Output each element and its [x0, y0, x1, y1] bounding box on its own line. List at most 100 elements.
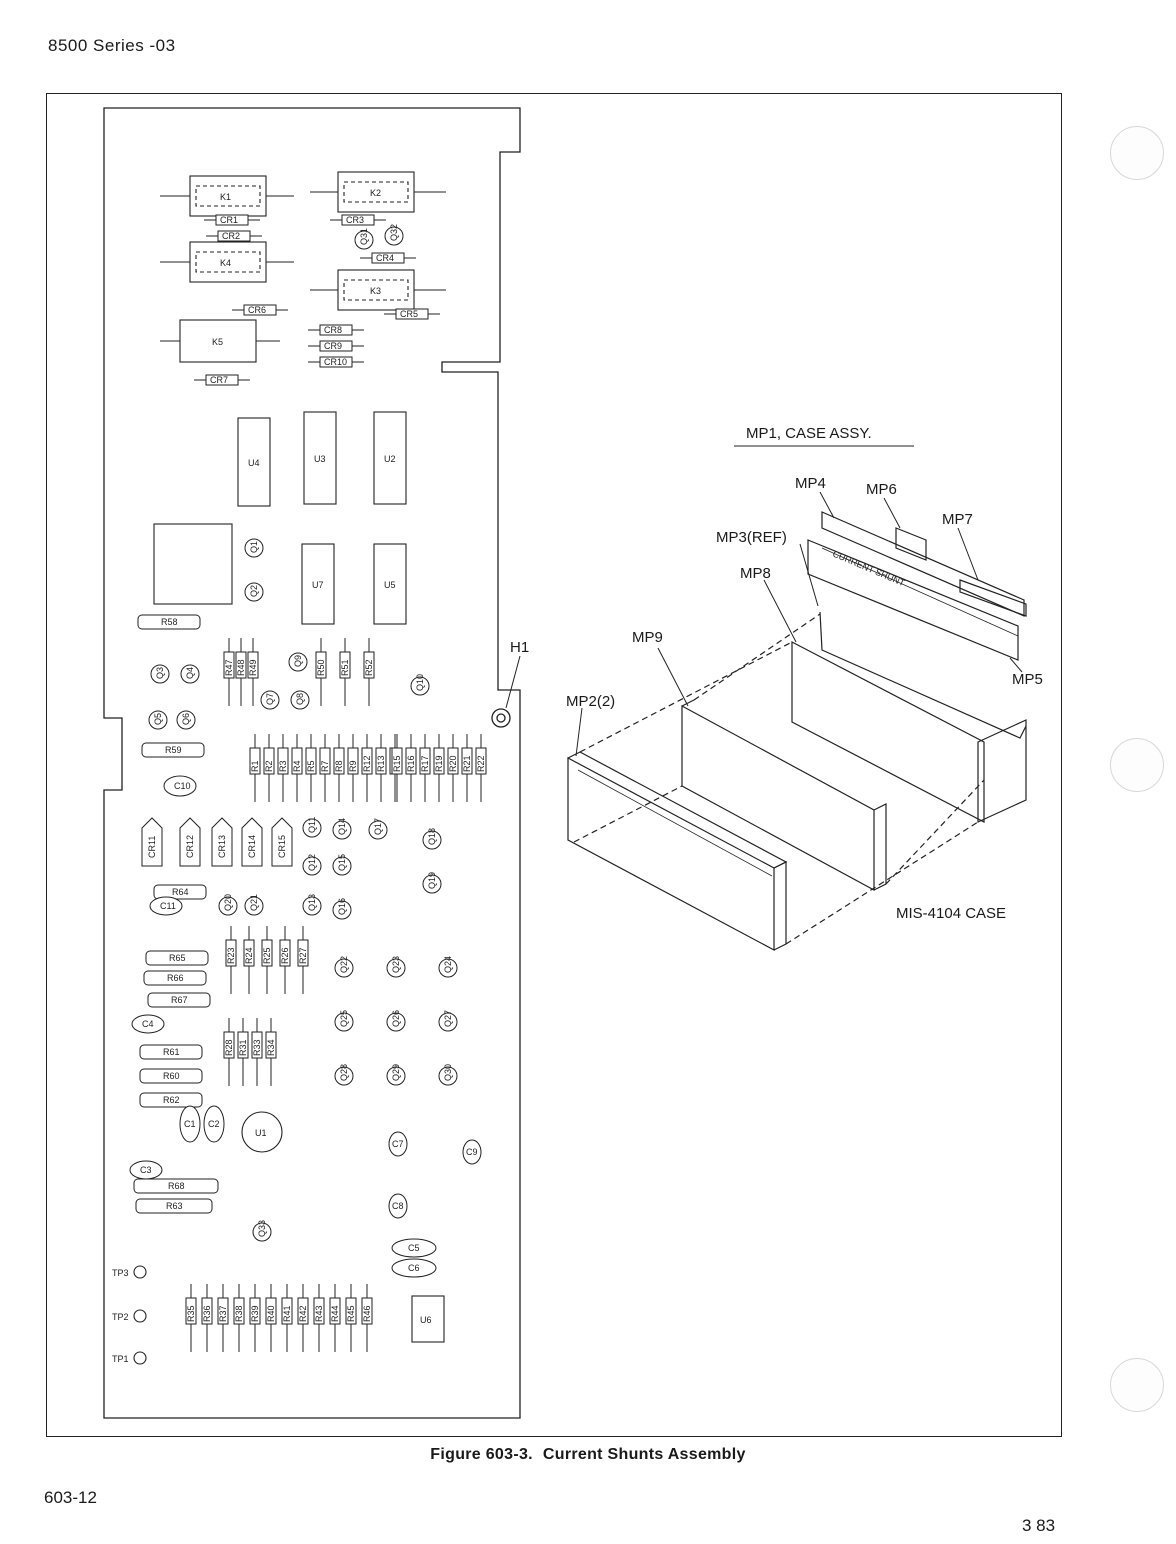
component-designator: R16 — [406, 755, 416, 772]
component-designator: R33 — [252, 1039, 262, 1056]
component-designator: C7 — [392, 1139, 404, 1149]
transistor-q16 — [332, 900, 352, 920]
transistor-q23 — [386, 958, 406, 978]
callout-mp4: MP4 — [795, 475, 826, 492]
capacitor-c9 — [462, 1139, 482, 1165]
capacitor-c4 — [131, 1014, 165, 1034]
transistor-q27 — [438, 1012, 458, 1032]
callout-mp9: MP9 — [632, 629, 663, 646]
transistor-q18 — [422, 830, 442, 850]
resistor-r40 — [265, 1284, 277, 1352]
resistor-r67 — [147, 992, 211, 1008]
relay-k3-label: K3 — [370, 286, 381, 296]
resistor-r13 — [375, 734, 387, 802]
component-designator: R17 — [420, 755, 430, 772]
component-designator: CR4 — [376, 253, 394, 263]
relay-k1-label: K1 — [220, 192, 231, 202]
ic-u4-label: U4 — [248, 458, 260, 468]
component-designator: Q24 — [443, 956, 453, 973]
component-designator: CR6 — [248, 305, 266, 315]
ic-u7-label: U7 — [312, 580, 324, 590]
resistor-r31 — [237, 1018, 249, 1086]
case-bracket-mp7 — [959, 579, 1027, 617]
resistor-r58 — [137, 614, 201, 630]
component-designator: CR15 — [277, 835, 287, 858]
component-designator: R59 — [165, 745, 182, 755]
board-outline — [103, 107, 521, 1419]
component-designator: C8 — [392, 1201, 404, 1211]
callout-mp6: MP6 — [866, 481, 897, 498]
resistor-r47 — [223, 638, 235, 706]
resistor-r41 — [281, 1284, 293, 1352]
resistor-r51 — [339, 638, 351, 706]
diode-cr7 — [194, 374, 250, 386]
component-designator: R27 — [298, 947, 308, 964]
component-designator: Q7 — [265, 693, 275, 705]
relay-group — [160, 171, 446, 363]
resistor-r46 — [361, 1284, 373, 1352]
component-designator: R25 — [262, 947, 272, 964]
transistor-q33 — [252, 1222, 272, 1242]
component-designator: Q3 — [155, 667, 165, 679]
component-designator: R21 — [462, 755, 472, 772]
component-designator: R28 — [224, 1039, 234, 1056]
resistor-r22 — [475, 734, 487, 802]
component-designator: C5 — [408, 1243, 420, 1253]
component-designator: Q19 — [427, 872, 437, 889]
transistor-q28 — [334, 1066, 354, 1086]
relay-k5-label: K5 — [212, 337, 223, 347]
figure-number: Figure 603-3. — [430, 1446, 533, 1463]
component-designator: R66 — [167, 973, 184, 983]
transistor-q20 — [218, 896, 238, 916]
resistor-r16 — [405, 734, 417, 802]
callout-h1: H1 — [510, 639, 529, 656]
component-designator: Q23 — [391, 956, 401, 973]
capacitor-c8 — [388, 1193, 408, 1219]
component-designator: R37 — [218, 1305, 228, 1322]
transistor-q11 — [302, 818, 322, 838]
transistor-q25 — [334, 1012, 354, 1032]
page-header-series: 8500 Series -03 — [48, 36, 176, 55]
transistor-q24 — [438, 958, 458, 978]
component-designator: R19 — [434, 755, 444, 772]
component-designator: R9 — [348, 760, 358, 772]
diode-cr5 — [384, 308, 440, 320]
case-rear-panel — [977, 719, 1027, 823]
component-designator: Q25 — [339, 1010, 349, 1027]
component-designator: R38 — [234, 1305, 244, 1322]
diode-cr6 — [232, 304, 288, 316]
circuit-board — [103, 107, 521, 1419]
resistor-r17 — [419, 734, 431, 802]
transistor-q12 — [302, 856, 322, 876]
transistor-q3 — [150, 664, 170, 684]
component-designator: CR3 — [346, 215, 364, 225]
component-designator: Q16 — [337, 898, 347, 915]
component-designator: R23 — [226, 947, 236, 964]
component-designator: R45 — [346, 1305, 356, 1322]
capacitor-c7 — [388, 1131, 408, 1157]
component-designator: Q12 — [307, 854, 317, 871]
component-designator: CR11 — [147, 836, 157, 858]
case-name-label: MIS-4104 CASE — [896, 905, 1006, 922]
component-designator: R15 — [392, 755, 402, 772]
resistor-r63 — [135, 1198, 213, 1214]
resistor-r42 — [297, 1284, 309, 1352]
component-designator: R58 — [161, 617, 178, 627]
tp2-label: TP2 — [112, 1312, 129, 1322]
resistor-r60 — [139, 1068, 203, 1084]
component-designator: CR9 — [324, 341, 342, 351]
component-designator: CR12 — [185, 835, 195, 858]
transistor-q26 — [386, 1012, 406, 1032]
transistor-q21 — [244, 896, 264, 916]
resistor-r27 — [297, 926, 309, 994]
relay-labels: K1 K2 K4 K3 K5 — [212, 188, 381, 347]
h1-mounting-hole — [491, 708, 511, 728]
transistor-q17 — [368, 820, 388, 840]
component-designator: Q18 — [427, 828, 437, 845]
component-designator: Q21 — [249, 894, 259, 911]
callout-mp3: MP3(REF) — [716, 529, 787, 546]
ic-u2-label: U2 — [384, 454, 396, 464]
component-designator: Q32 — [389, 224, 399, 241]
ic-u1-label: U1 — [255, 1128, 267, 1138]
